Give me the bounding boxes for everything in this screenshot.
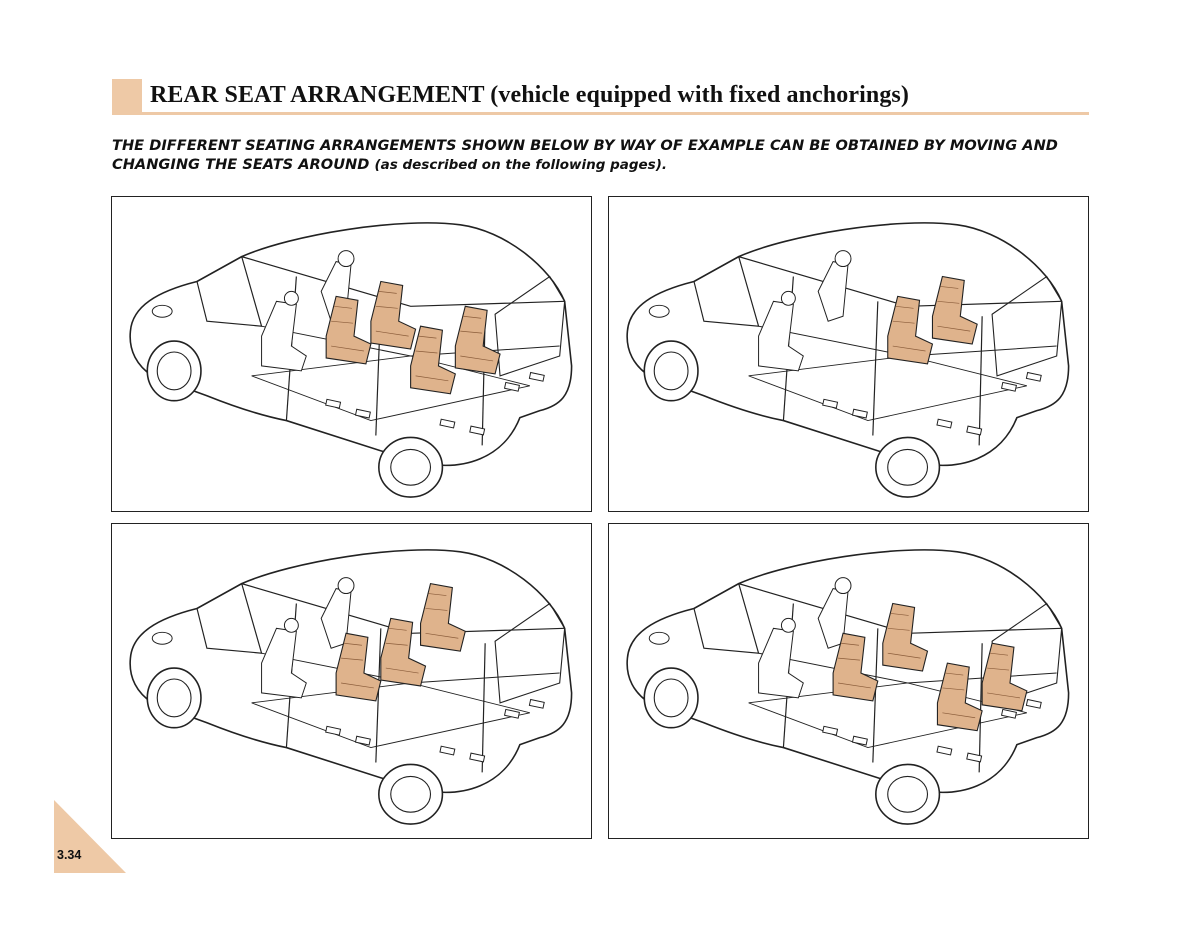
page-number: 3.34: [57, 848, 82, 862]
van-diagram-1: [129, 222, 573, 498]
seating-illustration-4: [608, 523, 1089, 839]
seating-illustration-1: [111, 196, 592, 512]
page-corner-tab: [54, 800, 126, 873]
title-tab: [112, 79, 142, 113]
seating-illustration-2: [608, 196, 1089, 512]
intro-paragraph: THE DIFFERENT SEATING ARRANGEMENTS SHOWN…: [112, 136, 1097, 175]
title-rule: [112, 112, 1089, 115]
page-title: REAR SEAT ARRANGEMENT (vehicle equipped …: [150, 82, 909, 108]
intro-note: (as described on the following pages).: [374, 157, 667, 173]
van-diagram-4: [626, 549, 1070, 825]
van-diagram-3: [129, 549, 573, 825]
intro-caps: THE DIFFERENT SEATING ARRANGEMENTS SHOWN…: [112, 137, 1058, 173]
seating-illustration-3: [111, 523, 592, 839]
van-diagram-2: [626, 222, 1070, 498]
